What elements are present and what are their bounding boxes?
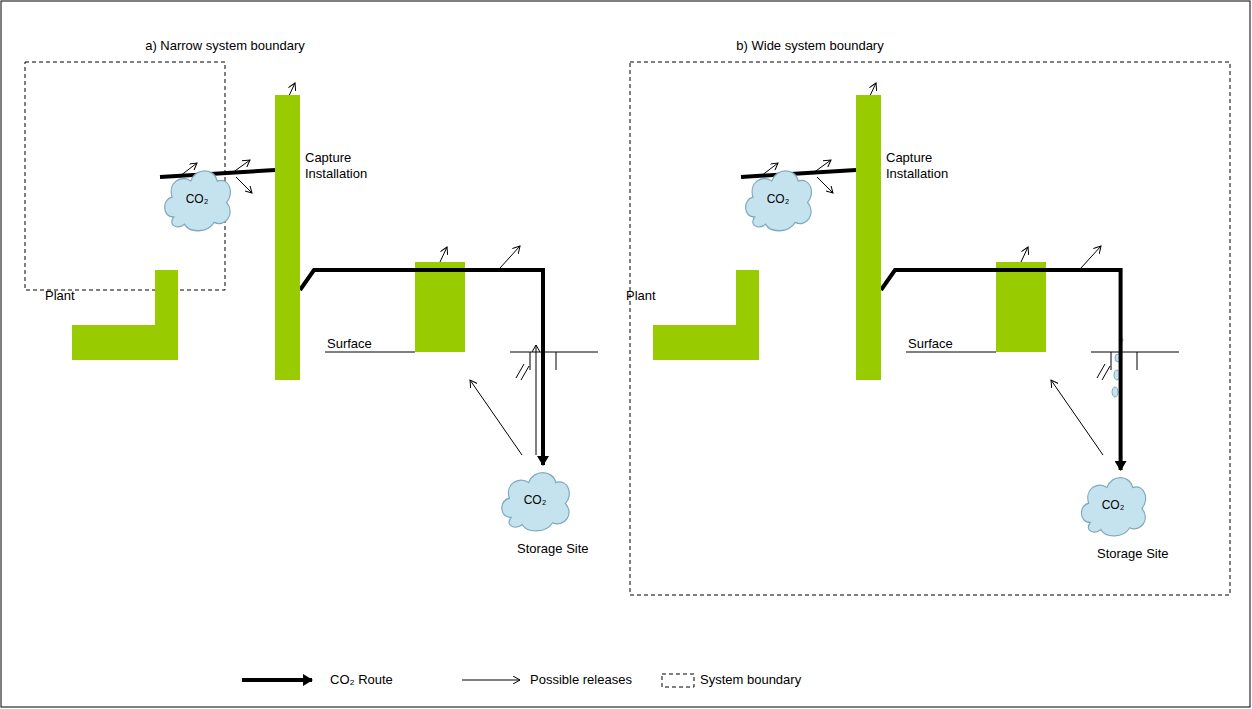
system-boundary bbox=[630, 62, 1230, 595]
node-shape bbox=[275, 95, 300, 380]
co2-route bbox=[160, 170, 275, 177]
legend-text: CO₂ Route bbox=[330, 672, 393, 688]
surface-label: Surface bbox=[327, 336, 372, 352]
co2-cloud: CO₂ bbox=[739, 163, 817, 235]
co2-label: CO₂ bbox=[767, 192, 790, 206]
plant-building: Plant bbox=[653, 270, 759, 360]
legend-text: Possible releases bbox=[530, 672, 632, 688]
leak-bubble bbox=[1112, 387, 1118, 397]
co2-label: CO₂ bbox=[186, 192, 209, 206]
capture-installation: Capture Installation bbox=[275, 95, 300, 380]
co2-cloud: CO₂ bbox=[158, 163, 236, 235]
hatch bbox=[521, 366, 529, 380]
surface-label: Surface bbox=[908, 336, 953, 352]
co2-route bbox=[881, 270, 1121, 470]
co2-label: CO₂ bbox=[524, 493, 547, 507]
legend-boundary-sample bbox=[662, 674, 694, 687]
co2-cloud: CO₂Storage Site bbox=[495, 465, 575, 535]
release-arrow bbox=[440, 247, 447, 262]
cloud-text-holder: CO₂ bbox=[495, 465, 575, 535]
surface-line bbox=[510, 352, 598, 353]
co2-cloud: CO₂Storage Site bbox=[1075, 470, 1151, 540]
capture-installation: Capture Installation bbox=[856, 95, 881, 380]
cloud-outline bbox=[502, 473, 570, 531]
release-arrow bbox=[536, 345, 537, 455]
compressor-box bbox=[415, 262, 465, 352]
cloud-text-holder: CO₂ bbox=[1075, 470, 1151, 540]
plant-chimney bbox=[736, 270, 759, 360]
release-arrow bbox=[500, 246, 520, 268]
co2-route bbox=[741, 170, 856, 177]
plant-base bbox=[653, 325, 737, 360]
cloud-outline bbox=[165, 171, 231, 231]
release-arrow bbox=[470, 380, 522, 455]
plant-building: Plant bbox=[72, 270, 178, 360]
co2-label: CO₂ bbox=[1102, 498, 1125, 512]
well-wall bbox=[530, 352, 531, 370]
plant-base bbox=[72, 325, 156, 360]
panel-title: a) Narrow system boundary bbox=[145, 38, 305, 54]
storage-label: Storage Site bbox=[517, 541, 589, 557]
node-shape bbox=[72, 270, 178, 360]
node-shape bbox=[856, 95, 881, 380]
plant-label: Plant bbox=[626, 288, 656, 304]
well-wall bbox=[556, 352, 557, 370]
node-shape bbox=[653, 270, 759, 360]
legend-release-sample bbox=[462, 680, 520, 681]
cloud-text-holder: CO₂ bbox=[158, 163, 236, 235]
capture-column bbox=[275, 95, 300, 380]
cloud-text-holder: CO₂ bbox=[739, 163, 817, 235]
release-arrow bbox=[236, 177, 252, 193]
surface-line bbox=[325, 352, 415, 353]
legend-text: System boundary bbox=[700, 672, 801, 688]
co2-route bbox=[300, 270, 543, 465]
capture-column bbox=[856, 95, 881, 380]
storage-label: Storage Site bbox=[1097, 546, 1169, 562]
plant-chimney bbox=[155, 270, 178, 360]
capture-label: Capture Installation bbox=[305, 150, 385, 181]
cloud-outline bbox=[746, 171, 812, 231]
capture-label: Capture Installation bbox=[886, 150, 966, 181]
legend-route-sample bbox=[242, 678, 312, 682]
cloud-outline bbox=[1081, 478, 1145, 536]
panel-title: b) Wide system boundary bbox=[736, 38, 883, 54]
plant-label: Plant bbox=[45, 288, 75, 304]
